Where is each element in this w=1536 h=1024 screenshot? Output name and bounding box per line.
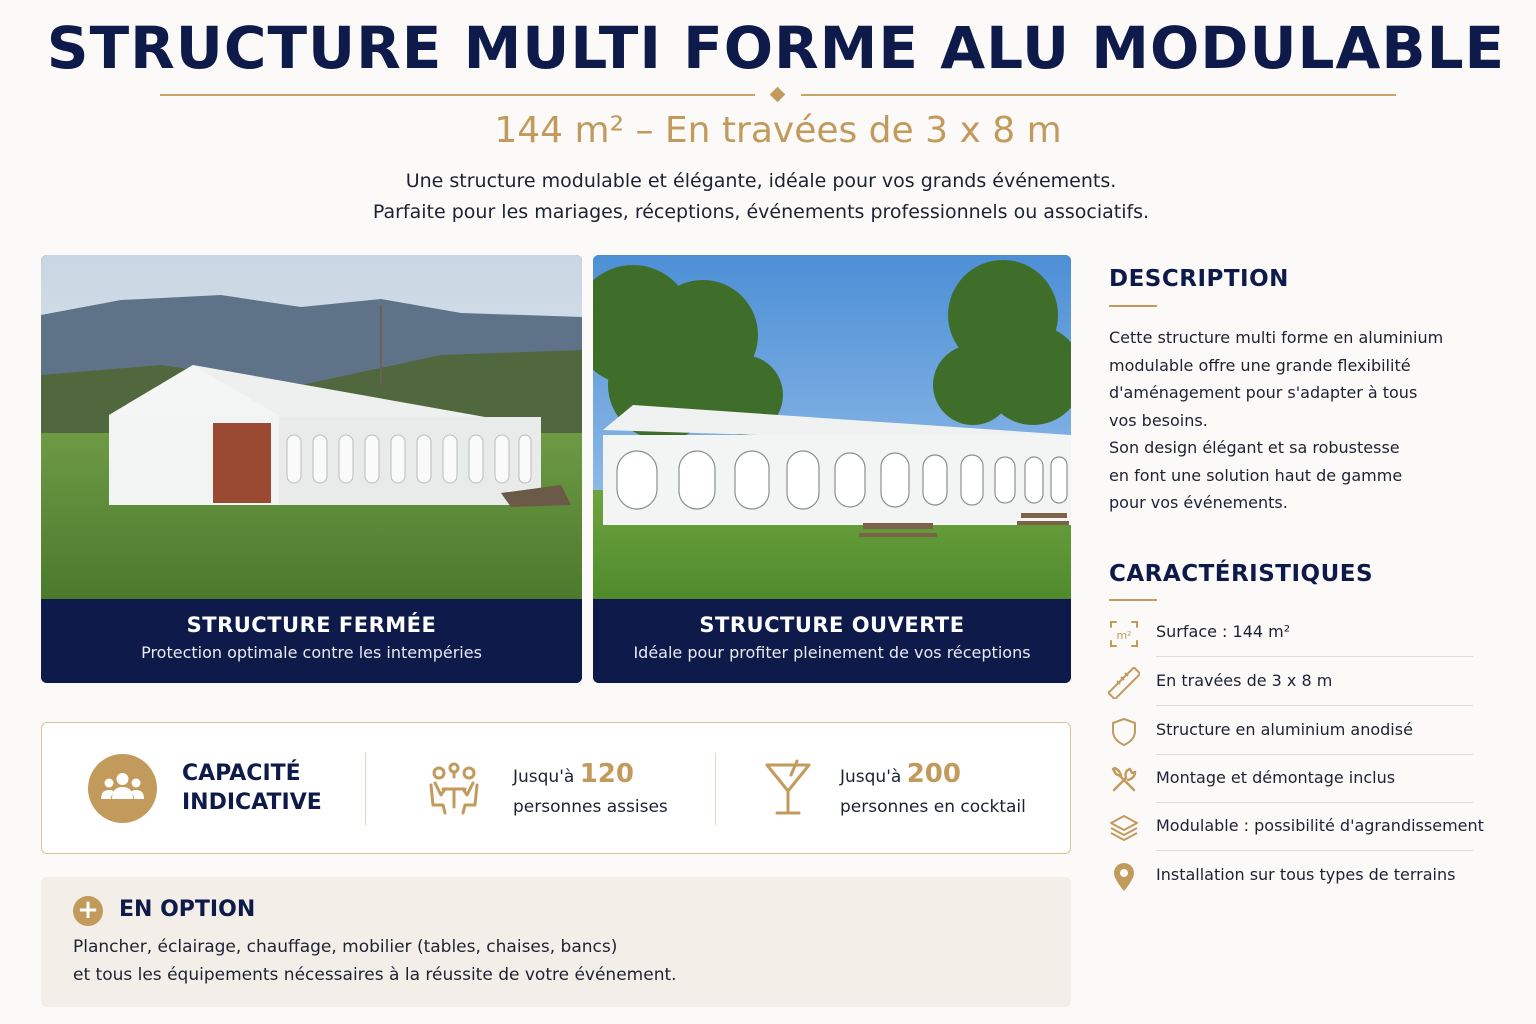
card-open-structure: STRUCTURE OUVERTE Idéale pour profiter p… [593,255,1071,683]
shield-icon [1112,718,1136,746]
intro-line-2: Parfaite pour les mariages, réceptions, … [372,201,1150,223]
tools-icon [1111,766,1137,792]
feature-item: Modulable : possibilité d'agrandissement [1108,802,1484,851]
area-m2-icon: m² [1110,621,1138,647]
plus-circle-icon: + [73,896,103,926]
option-text: Plancher, éclairage, chauffage, mobilier… [73,937,677,985]
card-caption: STRUCTURE OUVERTE Idéale pour profiter p… [593,599,1071,683]
intro-text: Une structure modulable et élégante, idé… [0,166,1522,228]
seated-people-icon [429,762,479,815]
card-closed-structure: STRUCTURE FERMÉE Protection optimale con… [41,255,582,683]
intro-line-1: Une structure modulable et élégante, idé… [405,170,1117,192]
ruler-icon [1108,667,1140,699]
card-title: STRUCTURE OUVERTE [699,613,965,637]
layers-icon [1110,815,1138,841]
capacity-label: CAPACITÉ INDICATIVE [182,761,322,815]
capacity-divider [365,753,366,825]
seated-capacity: Jusqu'à 120 personnes assises [513,759,668,817]
capacity-box: CAPACITÉ INDICATIVE Jusqu'à 120 personne… [41,722,1071,854]
open-tent-photo [593,255,1071,599]
option-title: EN OPTION [119,897,256,922]
title-divider [160,86,1396,103]
card-subtitle: Idéale pour profiter pleinement de vos r… [633,643,1031,662]
features-rule [1109,599,1157,601]
feature-item: En travées de 3 x 8 m [1108,657,1473,706]
card-subtitle: Protection optimale contre les intempéri… [141,643,482,662]
feature-item: Montage et démontage inclus [1108,754,1473,803]
svg-text:m²: m² [1116,629,1131,642]
feature-item: Structure en aluminium anodisé [1108,706,1473,755]
cocktail-capacity: Jusqu'à 200 personnes en cocktail [840,759,1026,817]
page-subtitle: 144 m² – En travées de 3 x 8 m [494,110,1062,151]
description-rule [1109,305,1157,307]
feature-item: m² Surface : 144 m² [1108,608,1473,657]
closed-tent-photo [41,255,582,599]
description-title: DESCRIPTION [1109,266,1289,292]
card-title: STRUCTURE FERMÉE [186,613,437,637]
capacity-divider [715,753,716,825]
page-title: STRUCTURE MULTI FORME ALU MODULABLE [46,14,1506,82]
cocktail-glass-icon [765,759,811,815]
card-caption: STRUCTURE FERMÉE Protection optimale con… [41,599,582,683]
features-title: CARACTÉRISTIQUES [1109,561,1374,587]
group-people-icon [88,754,157,823]
location-pin-icon [1114,863,1134,891]
option-box: + EN OPTION Plancher, éclairage, chauffa… [41,877,1071,1007]
description-text: Cette structure multi forme en aluminium… [1109,328,1444,512]
feature-item: Installation sur tous types de terrains [1108,851,1473,900]
diamond-ornament-icon [769,86,786,103]
